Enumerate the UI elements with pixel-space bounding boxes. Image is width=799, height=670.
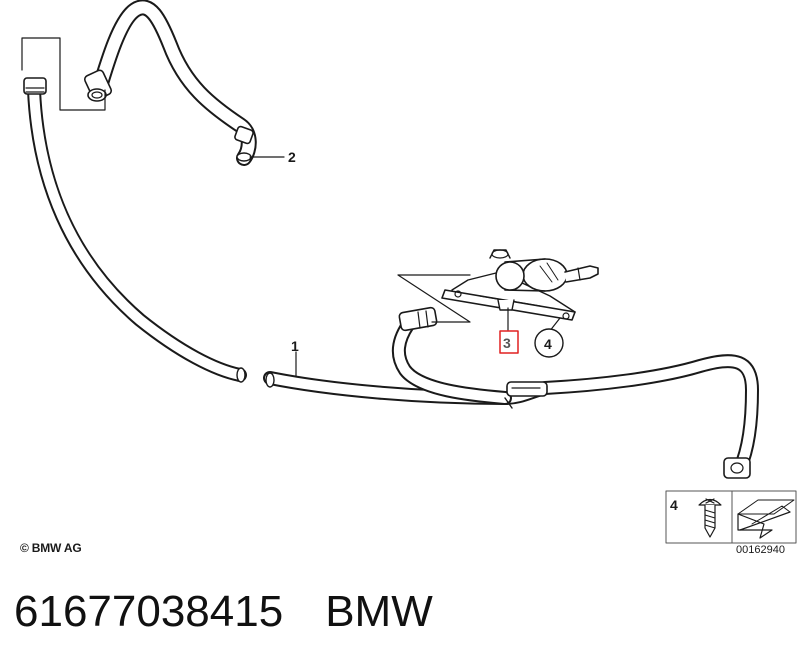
part-number: 61677038415 [14,587,284,636]
hose-1 [263,306,759,479]
copyright-notice: © BMW AG [20,541,82,555]
direction-arrow-icon [737,499,795,539]
hose-1-left-segment [23,77,247,383]
hose-2 [83,0,257,166]
legend-label: 4 [670,497,678,513]
leader-bracket-pump [397,274,471,323]
brand-name: BMW [325,587,433,636]
highlight-box-3 [499,330,519,354]
callout-4-circle [534,328,564,358]
legend-box [665,490,797,544]
footer-caption: 61677038415 BMW [14,586,433,638]
leader-bracket-left [21,37,106,111]
callout-3[interactable]: 3 [503,335,511,351]
screw-icon [698,498,722,538]
callout-4[interactable]: 4 [544,336,552,352]
callout-2[interactable]: 2 [288,149,296,165]
callout-1[interactable]: 1 [291,338,299,354]
valve-3-assembly [441,249,599,321]
image-number: 00162940 [736,544,785,556]
